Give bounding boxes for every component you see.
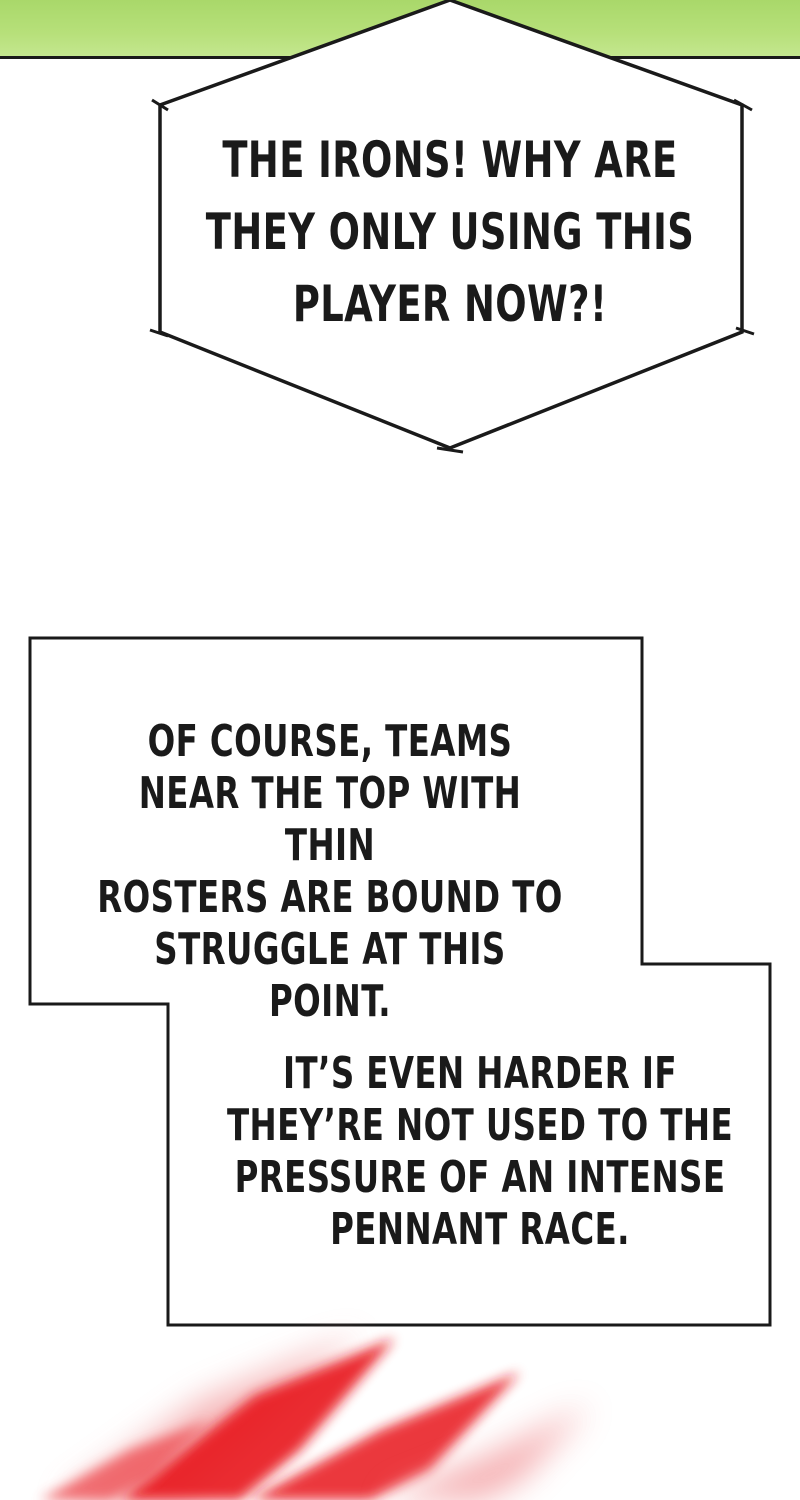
stepped-narration-box: [28, 636, 772, 1327]
red-slash-effect: [40, 1335, 590, 1500]
narration-text-lower: IT’S EVEN HARDER IF THEY’RE NOT USED TO …: [226, 1048, 734, 1255]
bubble-tick-marks: [149, 98, 755, 454]
speech-bubble-text: THE IRONS! WHY ARE THEY ONLY USING THIS …: [205, 131, 695, 333]
narration-text-upper: OF COURSE, TEAMS NEAR THE TOP WITH THIN …: [97, 716, 563, 1027]
